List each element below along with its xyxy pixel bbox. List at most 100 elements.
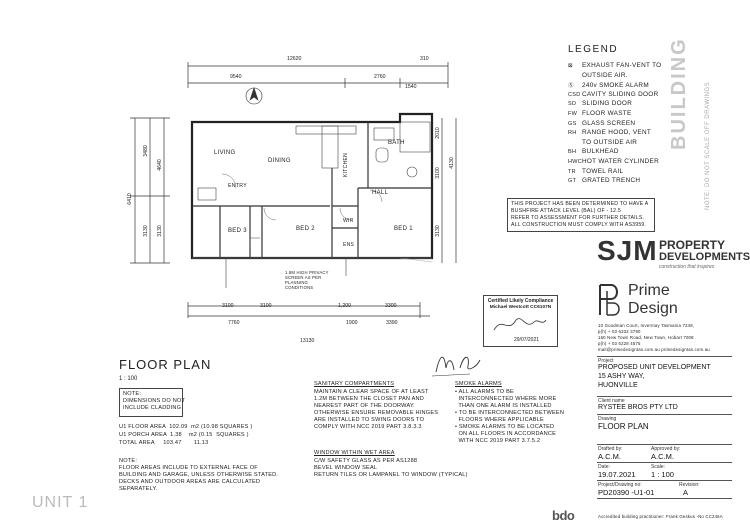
bushfire-line: REFER TO ASSESSMENT FOR FURTHER DETAILS. (511, 215, 645, 221)
tb-drafted: A.C.M. (598, 452, 621, 461)
legend-item: TO OUTSIDE AIR (568, 139, 637, 146)
legend-symbol: GT (568, 178, 577, 185)
prime-name-1: Prime (628, 282, 670, 299)
room-bed3: BED 3 (228, 228, 247, 234)
legend-symbol: ⊠ (568, 63, 573, 69)
dimension-note-line: INCLUDE CLADDING (123, 405, 182, 411)
bushfire-line: THIS PROJECT HAS BEEN DETERMINED TO HAVE… (511, 201, 649, 207)
legend-item: HWCHOT WATER CYLINDER (568, 158, 659, 165)
tb-project-line: 15 ASHY WAY, (598, 373, 645, 380)
tb-divider (597, 444, 732, 445)
dimension-note-line: DIMENSIONS DO NOT (123, 398, 186, 404)
sjm-logo: SJM PROPERTY DEVELOPMENTS construction t… (597, 235, 750, 275)
side-label-note: NOTE: DO NOT SCALE OFF DRAWINGS (705, 81, 711, 210)
sanitary-line: ARE INSTALLED TO SWING DOORS TO (314, 417, 425, 423)
legend-text: CAVITY SLIDING DOOR (582, 90, 659, 98)
legend-item: TR TOWEL RAIL (568, 168, 623, 175)
dim-bottom-overall: 13130 (300, 338, 315, 344)
dim-bottom-b: 3100 (260, 303, 272, 309)
smoke-line: • SMOKE ALARMS TO BE LOCATED (455, 424, 555, 430)
dim-bottom-3: 3390 (386, 320, 398, 326)
room-wir: WIR (343, 218, 354, 224)
sanitary-line: 1.2M BETWEEN THE CLOSET PAN AND (314, 396, 425, 402)
sanitary-title: SANITARY COMPARTMENTS (314, 381, 395, 387)
dim-left-overall: 6410 (126, 193, 133, 205)
legend-text: RANGE HOOD, VENT (582, 129, 652, 137)
legend-item: ⊠ EXHAUST FAN-VENT TO (568, 62, 661, 69)
tb-scale: 1 : 100 (651, 470, 674, 479)
dim-right-bottom: 3130 (434, 225, 441, 237)
bushfire-line: BUSHFIRE ATTACK LEVEL (BAL) OF - 12.5 (511, 208, 621, 214)
tb-approved-label: Approved by: (651, 446, 681, 452)
legend-symbol: SD (568, 101, 577, 108)
tb-project-line: PROPOSED UNIT DEVELOPMENT (598, 364, 711, 371)
tb-drawing-label: Drawing (598, 416, 617, 422)
prime-logo-icon (599, 284, 620, 316)
prime-address-line: mail@primedesigntas.com.au primedesignta… (598, 347, 710, 352)
dim-right-top: 2010 (434, 127, 441, 139)
plan-title: FLOOR PLAN (119, 357, 212, 372)
legend-item: Ⓢ 240v SMOKE ALARM (568, 81, 649, 89)
dim-left-top: 3480 (142, 145, 149, 157)
floor-area-note: DECKS AND OUTDOOR AREAS ARE CALCULATED (119, 479, 261, 485)
dim-top-main: 9540 (230, 74, 242, 80)
smoke-line: ON ALL FLOORS IN ACCORDANCE (455, 431, 557, 437)
legend-symbol: Ⓢ (568, 83, 574, 90)
plan-scale: 1 : 100 (119, 376, 138, 382)
dim-bottom-1: 7760 (228, 320, 240, 326)
legend-text: EXHAUST FAN-VENT TO (582, 62, 662, 69)
tb-project-no-label: Project/Drawing no: (598, 482, 642, 488)
sjm-tagline: construction that inspires (659, 264, 715, 270)
room-kitchen: KITCHEN (343, 152, 350, 178)
floor-area-note: FLOOR AREAS INCLUDE TO EXTERNAL FACE OF (119, 465, 258, 471)
legend-symbol: CSD (568, 91, 581, 98)
dim-right-overall: 4130 (448, 157, 455, 169)
dim-left-bottom: 3130 (142, 225, 149, 237)
stamp-date: 29/07/2021 (514, 337, 540, 343)
legend-text: TOWEL RAIL (582, 167, 624, 175)
dim-right-mid: 3100 (434, 167, 441, 179)
tb-scale-label: Scale: (651, 464, 665, 470)
prime-address-line: p(h) + 03 6332 3790 (598, 329, 641, 334)
tb-date: 19.07.2021 (598, 470, 636, 479)
dim-top-overall: 12620 (287, 56, 302, 62)
legend-symbol: TR (568, 168, 576, 175)
dim-bottom-c: 1,200 (338, 303, 351, 309)
sjm-logo-line2: DEVELOPMENTS (659, 251, 750, 263)
tb-project-line: HUONVILLE (598, 382, 638, 389)
smoke-line: INTERCONNECTED WHERE MORE (455, 396, 557, 402)
legend-text: 240v SMOKE ALARM (582, 82, 649, 90)
area-line: TOTAL AREA 103.47 11.13 (119, 440, 209, 446)
window-line: C/W SAFETY GLASS AS PER AS1288 (314, 458, 418, 464)
floor-area-note: BUILDING AND GARAGE, UNLESS OTHERWISE ST… (119, 472, 279, 478)
dim-top-end: 310 (420, 56, 429, 62)
dimension-note-box: NOTE: DIMENSIONS DO NOT INCLUDE CLADDING (119, 388, 186, 417)
tb-divider (597, 396, 732, 397)
privacy-screen-note: 1.8M HIGH PRIVACY SCREEN AS PER PLANNING… (285, 270, 329, 290)
area-line: U1 PORCH AREA 1.38 m2 (0.15 SQUARES ) (119, 432, 249, 438)
sjm-logo-mark: SJM (597, 235, 658, 266)
room-living: LIVING (214, 150, 236, 156)
legend-symbol: BH (568, 149, 577, 156)
compliance-stamp: Certified Likely Compliance Michael West… (483, 295, 558, 347)
smoke-line: • ALL ALARMS TO BE (455, 389, 514, 395)
tb-approved: A.C.M. (651, 452, 674, 461)
sanitary-line: MAINTAIN A CLEAR SPACE OF AT LEAST (314, 389, 429, 395)
window-line: BEVEL WINDOW SEAL (314, 465, 378, 471)
legend-text: HOT WATER CYLINDER (582, 158, 660, 165)
tb-divider (597, 462, 732, 463)
prime-address-line: p(h) + 03 6228 4575 (598, 341, 641, 346)
smoke-line: WITH NCC 2019 PART 3.7.5.2 (455, 438, 541, 444)
floor-area-note: SEPARATELY. (119, 486, 158, 492)
sanitary-line: OTHERWISE ENSURE REMOVABLE HINGES (314, 410, 439, 416)
prime-name-2: Design (628, 300, 678, 317)
legend-text: GRATED TRENCH (582, 177, 641, 185)
bushfire-box: THIS PROJECT HAS BEEN DETERMINED TO HAVE… (507, 198, 655, 232)
tb-project-label: Project (598, 358, 614, 364)
smoke-line: • TO BE INTERCONNECTED BETWEEN (455, 410, 565, 416)
legend-item: SD SLIDING DOOR (568, 100, 632, 107)
legend-text: SLIDING DOOR (582, 100, 633, 108)
smoke-line: FLOORS WHERE APPLICABLE (455, 417, 544, 423)
legend-symbol: FW (568, 111, 578, 117)
